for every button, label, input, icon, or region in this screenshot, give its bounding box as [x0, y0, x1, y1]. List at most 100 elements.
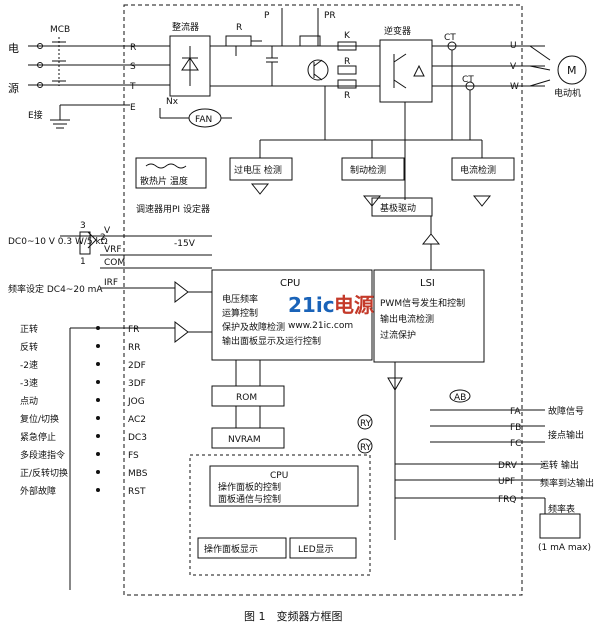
ground-label: E接 [28, 109, 43, 121]
din-term-5: JOG [127, 397, 145, 407]
inverter-enclosure [123, 4, 523, 596]
cpu2-line-1: 操作面板的控制 [218, 481, 281, 493]
din-term-8: FS [128, 451, 139, 461]
relay-tag-2: RY [360, 443, 372, 453]
relay-fa: FA [510, 407, 521, 417]
terminal-v: V [510, 62, 517, 72]
cpu2-title: CPU [270, 471, 288, 481]
relay-fc: FC [510, 439, 521, 449]
din-term-9: MBS [128, 469, 148, 479]
terminal-pr: PR [324, 11, 336, 21]
din-term-10: RST [128, 487, 146, 497]
terminal-dots [96, 326, 100, 492]
power-label-1: 电 [8, 42, 19, 55]
watermark-logo-num: 21ic [288, 293, 335, 317]
fan-tag: Nx [166, 97, 179, 107]
lsi-title: LSI [420, 278, 435, 289]
contact-k: K [344, 31, 351, 41]
base-drive-label: 基极驱动 [380, 202, 416, 214]
relay-ab: AB [454, 393, 466, 403]
cpu-title: CPU [280, 278, 300, 289]
pot-label: DC0~10 V 0.3 W/5 kΩ [8, 237, 108, 247]
speed-setting-label: 调速器用PI 设定器 [136, 203, 210, 215]
relay-coil-1 [357, 414, 373, 430]
terminal-p: P [264, 11, 270, 21]
din-label-6: 复位/切换 [20, 413, 59, 425]
din-term-6: AC2 [128, 415, 146, 425]
motor-label: 电动机 [554, 87, 581, 99]
lsi-block [373, 269, 485, 363]
analog-term-irf: IRF [104, 278, 118, 288]
cooling-label: 散热片 温度 [140, 175, 188, 187]
current-detect-block [451, 157, 515, 181]
motor-symbol: M [567, 64, 577, 77]
panel-display-block [197, 537, 287, 559]
ct-label-2: CT [462, 75, 474, 85]
terminal-r: R [130, 43, 136, 53]
cpu2-block [209, 465, 359, 507]
oc-desc-1: 运转 输出 [540, 459, 579, 471]
power-label-2: 源 [8, 81, 19, 95]
din-term-3: 2DF [128, 361, 146, 371]
oc-upf: UPF [498, 477, 515, 487]
meter-label: 频率表 [548, 503, 575, 515]
analog-term-v: V [104, 226, 111, 236]
din-term-7: DC3 [128, 433, 147, 443]
rectifier-label: 整流器 [172, 21, 199, 33]
din-label-2: 反转 [20, 341, 38, 353]
meter-range: (1 mA max) [538, 543, 591, 553]
din-term-2: RR [128, 343, 141, 353]
din-label-5: 点动 [20, 396, 38, 407]
relay-coil-2 [357, 438, 373, 454]
terminal-t: T [129, 82, 136, 92]
watermark-url: www.21ic.com [288, 321, 353, 331]
figure-caption: 图 1 变频器方框图 [244, 609, 343, 623]
cpu-line-1: 电压频率 [222, 293, 258, 305]
mcb-label: MCB [50, 25, 70, 35]
din-label-9: 正/反转切换 [20, 467, 68, 479]
watermark-logo-cn: 电源 [334, 293, 374, 317]
panel-enclosure [189, 454, 371, 576]
din-term-1: FR [128, 325, 139, 335]
inverter-label: 逆变器 [384, 25, 411, 37]
rom-block [211, 385, 285, 407]
oc-frq: FRQ [498, 495, 517, 505]
lsi-line-3: 过流保护 [380, 329, 416, 341]
cooling-block [135, 157, 207, 189]
brake-detect-label: 制动检测 [350, 164, 386, 176]
inverter-block [379, 39, 433, 103]
lsi-line-2: 输出电流检测 [380, 313, 434, 325]
rom-label: ROM [236, 393, 257, 403]
resistor-r3: R [344, 91, 350, 101]
terminal-w: W [510, 82, 519, 92]
nvram-label: NVRAM [228, 435, 261, 445]
din-label-1: 正转 [20, 323, 38, 335]
current-detect-label: 电流检测 [460, 164, 496, 176]
terminal-e: E [130, 103, 136, 113]
motor-circle [557, 55, 587, 85]
relay-tag-1: RY [360, 419, 372, 429]
digital-input-rows [69, 320, 212, 590]
din-term-4: 3DF [128, 379, 146, 389]
oc-drv: DRV [498, 461, 518, 471]
fan-label: FAN [195, 115, 212, 125]
din-label-8: 多段速指令 [20, 449, 65, 461]
lsi-line-1: PWM信号发生和控制 [380, 297, 465, 309]
ct-label-1: CT [444, 33, 456, 43]
meter-box [539, 513, 581, 539]
pot-pin-3: 3 [80, 221, 86, 231]
din-label-4: -3速 [20, 378, 38, 389]
terminal-s: S [130, 62, 136, 72]
overvoltage-label: 过电压 检测 [234, 164, 282, 176]
resistor-r2: R [344, 57, 350, 67]
brake-detect-block [341, 157, 405, 181]
neg-supply-label: -15V [174, 239, 196, 249]
din-label-3: -2速 [20, 360, 38, 371]
base-drive-block [371, 197, 433, 217]
overvoltage-block [229, 157, 293, 181]
analog-term-vrf: VRF [104, 245, 122, 255]
pot-pin-2: 2 [100, 233, 106, 243]
din-label-10: 外部故障 [20, 485, 56, 497]
